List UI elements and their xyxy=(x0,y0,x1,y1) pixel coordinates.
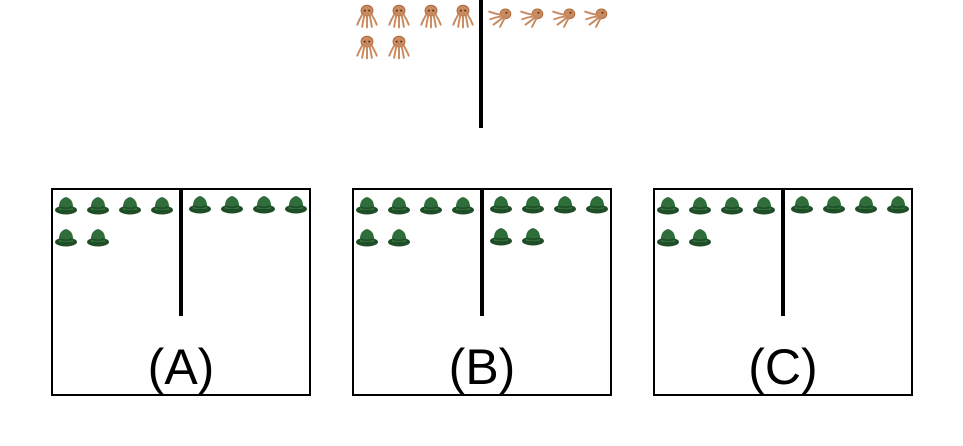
octopus-icon xyxy=(388,35,410,60)
option-a[interactable]: (A) xyxy=(51,188,311,396)
reference-left-icons xyxy=(356,4,474,60)
octopus-icon xyxy=(452,4,474,29)
octopus-icon xyxy=(420,4,442,29)
octopus-icon xyxy=(552,7,576,28)
option-label: (A) xyxy=(148,339,215,395)
octopus-icon xyxy=(388,4,410,29)
option-label: (B) xyxy=(449,339,516,395)
octopus-icon xyxy=(356,35,378,60)
options-group: (A) (B) (C) xyxy=(51,188,913,396)
option-label: (C) xyxy=(748,339,817,395)
octopus-icon xyxy=(488,7,512,28)
option-b[interactable]: (B) xyxy=(352,188,612,396)
option-c[interactable]: (C) xyxy=(653,188,913,396)
octopus-icon xyxy=(520,7,544,28)
reference-group xyxy=(356,0,608,128)
octopus-icon xyxy=(356,4,378,29)
reference-right-icons xyxy=(488,7,608,28)
octopus-icon xyxy=(584,7,608,28)
